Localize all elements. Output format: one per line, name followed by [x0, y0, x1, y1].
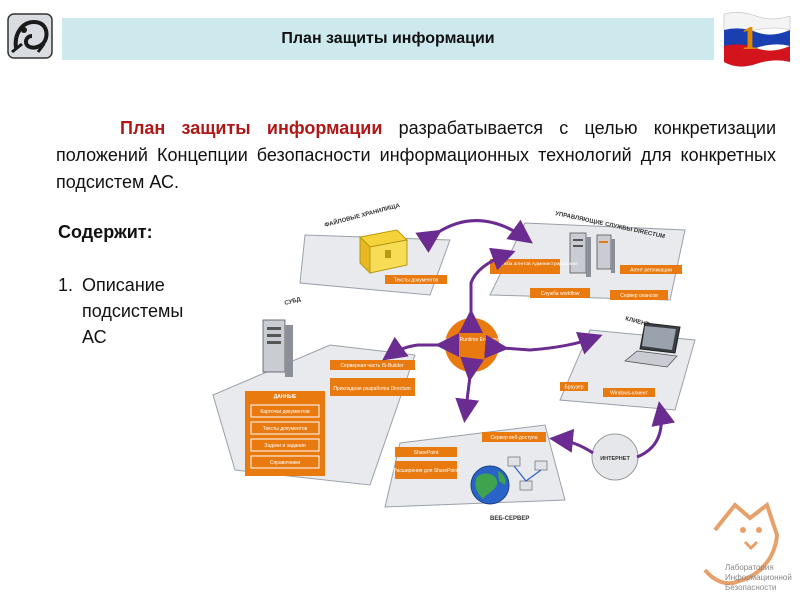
lab-logo-line3: Безопасности	[725, 583, 776, 592]
data-item-label: Задачи и задания	[264, 443, 306, 449]
replication-agent-box	[620, 265, 682, 274]
contents-heading: Содержит:	[58, 222, 153, 242]
data-item-box	[250, 421, 320, 435]
page-title: План защиты информации	[281, 30, 495, 47]
windows-client-label: Windows-клиент	[610, 391, 648, 397]
connection-arrows	[382, 219, 676, 459]
workflow-service-label: Служба workflow	[541, 291, 580, 297]
runtime-environment-label: IS-Builder Runtime Environment	[436, 337, 508, 343]
runtime-environment-node	[443, 316, 501, 374]
server-icon	[569, 232, 591, 277]
laboratory-logo-icon: Лаборатория Информационной Безопасности	[703, 501, 792, 592]
windows-client-box	[603, 388, 655, 397]
data-item-label: Карточки документов	[260, 409, 310, 415]
intro-paragraph: План защиты информации разрабатывается с…	[56, 115, 776, 196]
file-storage-title: ФАЙЛОВЫЕ ХРАНИЛИЩА	[323, 201, 401, 229]
server-icon	[262, 319, 293, 377]
intro-text: разрабатывается с целью конкретизации по…	[56, 118, 777, 192]
session-server-box	[610, 290, 668, 300]
isb-server-label: Серверная часть IS-Builder	[340, 363, 403, 369]
slide-number: 1	[741, 20, 758, 57]
isb-server-box	[330, 360, 415, 370]
web-server-title: ВЕБ-СЕРВЕР	[490, 516, 529, 522]
sharepoint-label: SharePoint	[414, 450, 439, 456]
list-item-text: Описание подсистемы АС	[82, 275, 184, 347]
logo-icon	[7, 13, 53, 59]
architecture-diagram: ФАЙЛОВЫЕ ХРАНИЛИЩА Тексты документов УПР…	[212, 201, 696, 522]
data-item-box	[250, 455, 320, 469]
applied-dev-box	[330, 378, 415, 396]
list-item-number: 1.	[58, 275, 74, 295]
agent-service-label: Служба агентов Администрирования	[495, 261, 578, 267]
internet-label: ИНТЕРНЕТ	[600, 456, 630, 462]
web-access-server-label: Сервер веб-доступа	[490, 435, 537, 441]
svg-text:Служба агентов Администрирован: Служба агентов Администрирования	[495, 261, 578, 267]
data-item-label: Тексты документов	[263, 426, 308, 432]
session-server-label: Сервер сеансов	[620, 293, 658, 299]
server-icon	[596, 234, 615, 273]
workflow-service-box	[530, 288, 590, 298]
browser-box	[560, 382, 588, 391]
intro-highlight: План защиты информации	[120, 118, 383, 138]
sharepoint-ext-label: Расширения для SharePoint	[393, 468, 459, 474]
computers-icon	[507, 456, 548, 491]
lab-logo-line2: Информационной	[725, 573, 792, 582]
globe-icon	[470, 465, 510, 505]
browser-label: Браузер	[564, 385, 583, 391]
header-bar: План защиты информации	[62, 18, 714, 60]
data-header: ДАННЫЕ	[274, 394, 297, 400]
replication-agent-label: Агент репликации	[630, 268, 672, 274]
data-item-box	[250, 404, 320, 418]
data-item-label: Справочники	[270, 460, 300, 466]
sharepoint-box	[395, 447, 457, 457]
dbms-title: СУБД	[284, 297, 302, 307]
web-access-server-box	[482, 432, 546, 442]
sharepoint-ext-box	[395, 461, 457, 479]
lab-logo-line1: Лаборатория	[725, 563, 774, 572]
laptop-icon	[624, 322, 681, 368]
applied-dev-label: Прикладная разработка Directum	[333, 386, 410, 392]
file-storage-box	[385, 275, 447, 284]
treasure-chest-icon	[358, 229, 409, 275]
russian-flag-icon	[723, 12, 791, 67]
data-item-box	[250, 438, 320, 452]
file-storage-box-label: Тексты документов	[394, 278, 439, 284]
